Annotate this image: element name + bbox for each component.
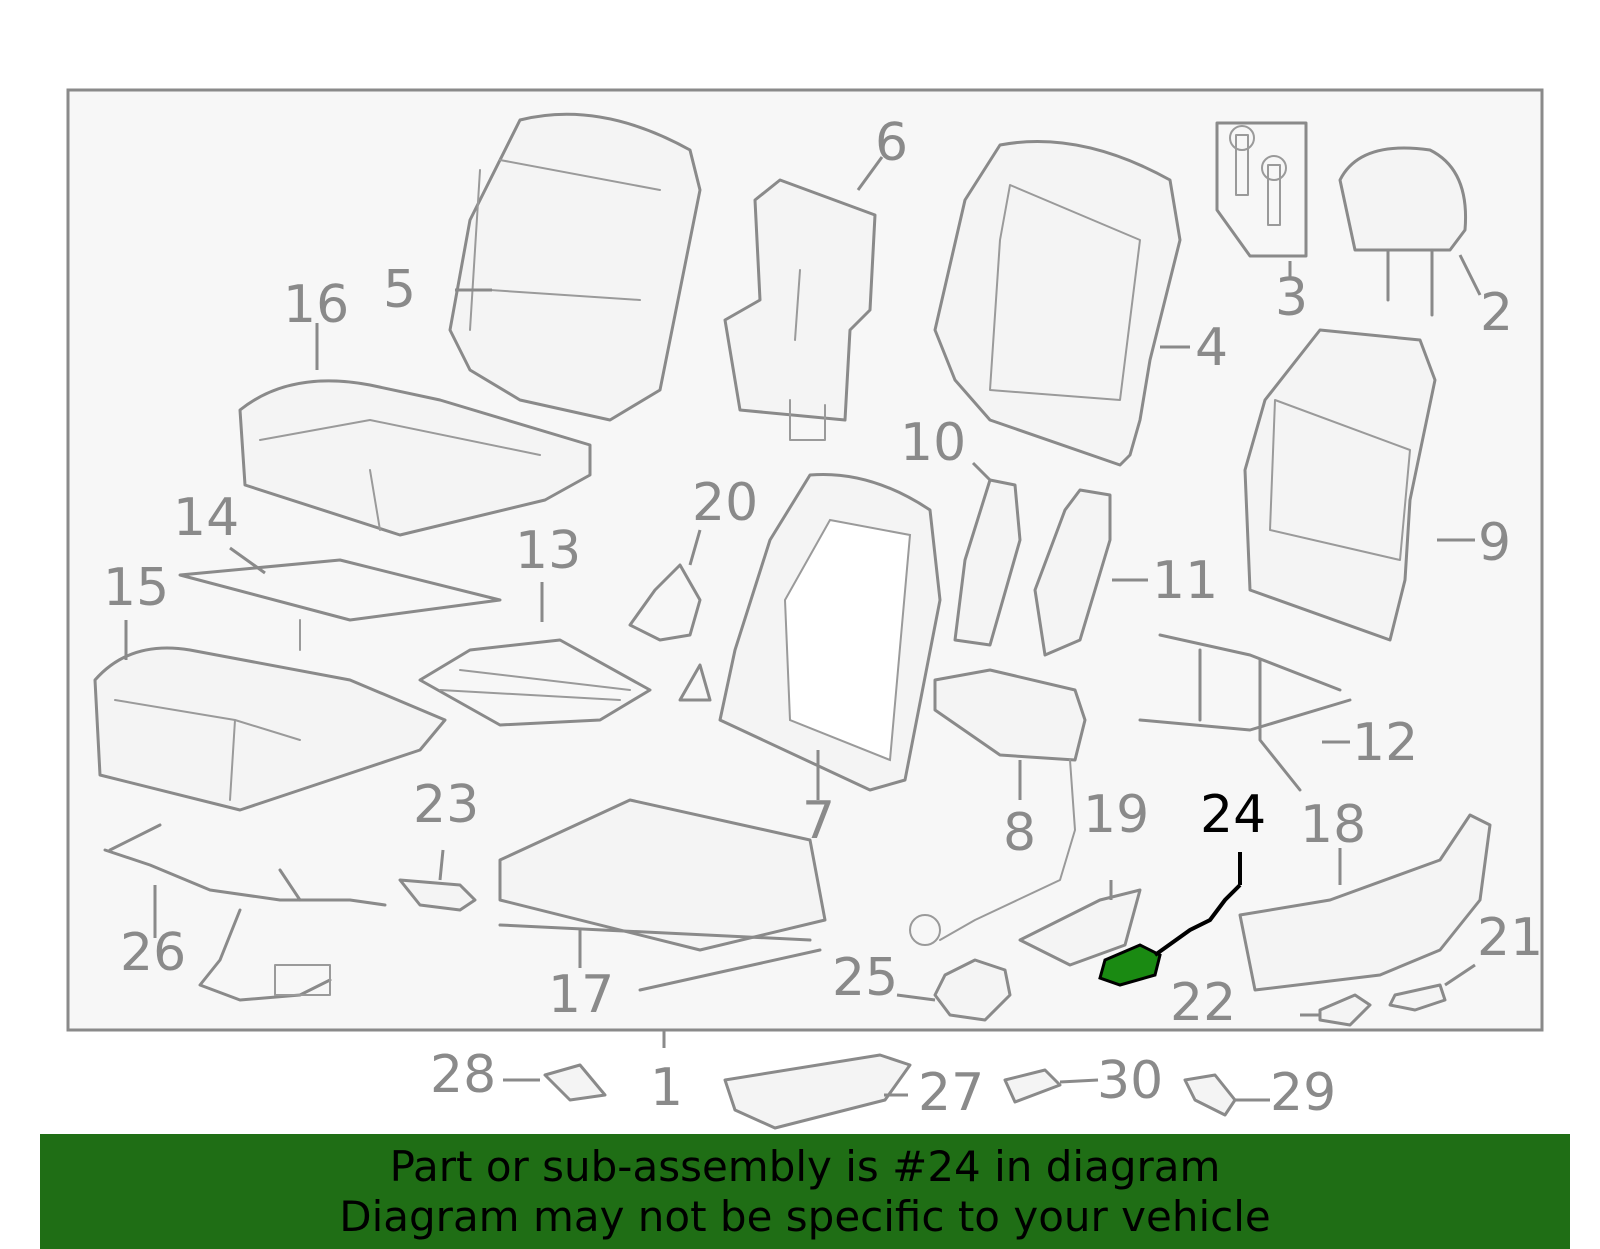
part-24-highlighted[interactable] — [1098, 883, 1242, 987]
part-9-back-panel[interactable] — [1243, 328, 1437, 642]
part-2-headrest[interactable] — [1338, 146, 1468, 317]
part-11-side-bolster[interactable] — [1033, 488, 1112, 657]
callout-11: 11 — [1152, 551, 1218, 611]
callout-21: 21 — [1477, 908, 1543, 968]
callout-10: 10 — [900, 413, 966, 473]
part-30-cover[interactable] — [1003, 1068, 1062, 1104]
banner-line-part: Part or sub-assembly is #24 in diagram — [389, 1142, 1221, 1191]
part-7-back-frame[interactable] — [718, 472, 942, 792]
part-3-headrest-guides[interactable] — [1215, 121, 1308, 258]
part-29-cover[interactable] — [1183, 1073, 1237, 1117]
part-6-pad[interactable] — [723, 178, 877, 441]
callout-26: 26 — [120, 923, 186, 983]
part-10-side-trim[interactable] — [953, 478, 1022, 647]
part-21-knob[interactable] — [1388, 983, 1447, 1012]
part-4-seat-back-trim[interactable] — [933, 140, 1182, 467]
callout-1: 1 — [650, 1058, 683, 1118]
callout-9: 9 — [1478, 513, 1511, 573]
callout-7: 7 — [802, 791, 835, 851]
callout-16: 16 — [283, 275, 349, 335]
part-16-cushion-cover[interactable] — [238, 379, 592, 537]
callout-19: 19 — [1083, 785, 1149, 845]
callout-2: 2 — [1480, 283, 1513, 343]
part-20-bracket[interactable] — [628, 563, 712, 702]
callout-13: 13 — [515, 521, 581, 581]
part-5-seat-back-cover[interactable] — [448, 112, 702, 422]
part-23-bracket[interactable] — [398, 878, 477, 912]
callout-23: 23 — [413, 775, 479, 835]
part-28-cover[interactable] — [543, 1063, 607, 1102]
part-18-side-shield[interactable] — [1238, 813, 1492, 992]
part-8-recliner[interactable] — [933, 668, 1087, 941]
part-15-cushion-pad[interactable] — [93, 646, 447, 812]
callout-8: 8 — [1003, 803, 1036, 863]
callout-18: 18 — [1300, 795, 1366, 855]
part-26-wiring-harness[interactable] — [103, 823, 387, 1002]
part-22-knob[interactable] — [1318, 993, 1372, 1027]
callout-14: 14 — [173, 488, 239, 548]
callout-28: 28 — [430, 1045, 496, 1105]
part-25-motor[interactable] — [909, 914, 1012, 1022]
part-19-shield[interactable] — [1018, 888, 1142, 967]
callout-17: 17 — [548, 965, 614, 1025]
callout-20: 20 — [692, 473, 758, 533]
part-12-lumbar[interactable] — [1138, 633, 1352, 792]
callout-3: 3 — [1275, 268, 1308, 328]
callout-25: 25 — [832, 948, 898, 1008]
callout-5: 5 — [383, 260, 416, 320]
callout-15: 15 — [103, 558, 169, 618]
callout-27: 27 — [918, 1063, 984, 1123]
part-13-cushion-springs[interactable] — [418, 638, 652, 727]
callout-24-highlighted: 24 — [1200, 785, 1266, 845]
banner-line-disclaimer: Diagram may not be specific to your vehi… — [339, 1192, 1271, 1241]
callout-6: 6 — [875, 113, 908, 173]
part-27-trim-panel[interactable] — [723, 1053, 912, 1130]
callout-12: 12 — [1352, 713, 1418, 773]
part-17-seat-adjuster[interactable] — [498, 798, 827, 992]
callout-4: 4 — [1195, 318, 1228, 378]
callout-22: 22 — [1170, 973, 1236, 1033]
callout-29: 29 — [1270, 1063, 1336, 1123]
callout-30: 30 — [1097, 1051, 1163, 1111]
part-14-heater-mat[interactable] — [178, 558, 502, 651]
info-banner: Part or sub-assembly is #24 in diagram D… — [40, 1134, 1570, 1249]
